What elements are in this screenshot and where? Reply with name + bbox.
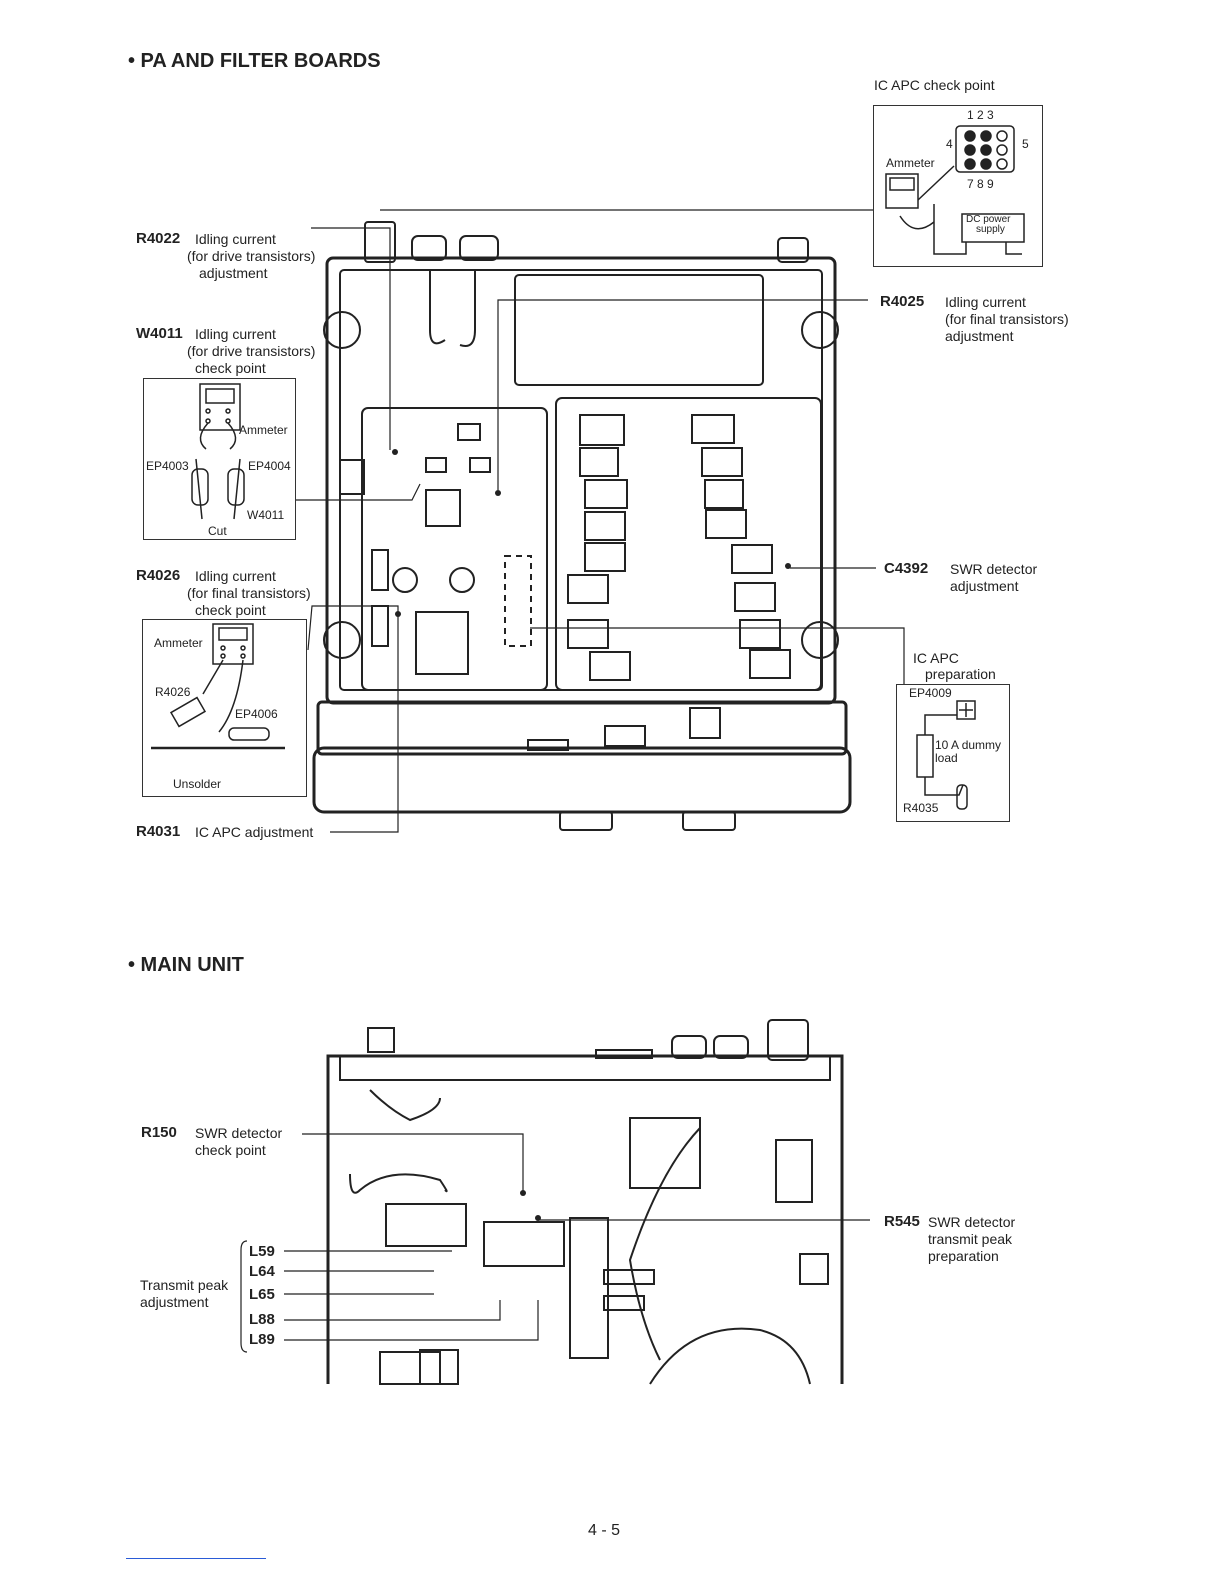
- r4026-inset-r4026: R4026: [155, 685, 191, 699]
- coil-l89: L89: [249, 1331, 275, 1348]
- page-number: 4 - 5: [588, 1522, 621, 1539]
- r545-ref: R545: [884, 1213, 920, 1230]
- coil-l88: L88: [249, 1311, 275, 1328]
- r4026-line1: Idling current: [195, 568, 276, 584]
- r4031-ref: R4031: [136, 823, 181, 840]
- w4011-inset-ep4004: EP4004: [248, 459, 291, 473]
- ic-apc-ammeter: Ammeter: [886, 156, 935, 170]
- w4011-inset-cut: Cut: [208, 524, 227, 538]
- transmit-peak-line1: Transmit peak: [140, 1277, 229, 1293]
- r4022-label: R4022: [136, 230, 180, 248]
- transmit-peak-line2: adjustment: [140, 1294, 209, 1310]
- ic-apc-dc-power: DC power: [966, 214, 1011, 225]
- w4011-line1: Idling current: [195, 326, 276, 342]
- w4011-inset-w4011: W4011: [247, 508, 285, 522]
- r545-line2: transmit peak: [928, 1231, 1013, 1247]
- c4392-ref: C4392: [884, 560, 929, 577]
- c4392-line2: adjustment: [950, 578, 1019, 594]
- r4026-inset-ep4006: EP4006: [235, 707, 278, 721]
- ic-apc-supply: supply: [976, 224, 1005, 235]
- r4026-inset: Ammeter R4026 EP4006 Unsolder: [142, 619, 307, 797]
- r150-line1: SWR detector: [195, 1125, 283, 1141]
- r4026-line2: (for final transistors): [187, 585, 311, 601]
- r4026-inset-ammeter: Ammeter: [154, 636, 203, 650]
- main-section-title: • MAIN UNIT: [128, 954, 244, 976]
- r4022-ref: R4022: [136, 230, 181, 247]
- r4026-ref: R4026: [136, 567, 181, 584]
- ic-apc-pin4: 4: [946, 137, 953, 151]
- r4031-desc: IC APC adjustment: [195, 824, 314, 840]
- r4025-line2: (for final transistors): [945, 311, 1069, 327]
- w4011-line2: (for drive transistors): [187, 343, 316, 359]
- r150-ref: R150: [141, 1124, 177, 1141]
- ic-apc-pins-top: 1 2 3: [967, 108, 994, 122]
- ic-apc-pin5: 5: [1022, 137, 1029, 151]
- ic-apc-check-inset: 1 2 3 4 5 7 8 9 Ammeter DC power supply: [873, 105, 1043, 267]
- r4026-line3: check point: [195, 602, 266, 618]
- r4025-line3: adjustment: [945, 328, 1014, 344]
- r545-line1: SWR detector: [928, 1214, 1016, 1230]
- ic-apc-prep-load: 10 A dummy: [935, 738, 1002, 752]
- ic-apc-pins-bottom: 7 8 9: [967, 177, 994, 191]
- r4022-line1: Idling current: [195, 231, 276, 247]
- r4022-line3: adjustment: [199, 265, 268, 281]
- ammeter-icon: [191, 383, 245, 520]
- ic-apc-prep-inset: EP4009 10 A dummy load R4035: [896, 684, 1010, 822]
- r150-line2: check point: [195, 1142, 266, 1158]
- w4011-inset-ammeter: Ammeter: [239, 423, 288, 437]
- coil-l59: L59: [249, 1243, 275, 1260]
- ic-apc-prep-line2: preparation: [925, 666, 996, 682]
- r4022-line2: (for drive transistors): [187, 248, 316, 264]
- dummy-load-icon: [916, 700, 976, 810]
- w4011-inset-ep4003: EP4003: [146, 459, 189, 473]
- ic-apc-prep-line1: IC APC: [913, 650, 959, 666]
- connector-icon: [885, 125, 1025, 255]
- pa-section-title: • PA AND FILTER BOARDS: [128, 50, 381, 72]
- r4025-line1: Idling current: [945, 294, 1026, 310]
- r545-line3: preparation: [928, 1248, 999, 1264]
- c4392-line1: SWR detector: [950, 561, 1038, 577]
- w4011-inset: Ammeter EP4003 EP4004 W4011 Cut: [143, 378, 296, 540]
- footer-rule: [126, 1558, 266, 1559]
- ic-apc-prep-r4035: R4035: [903, 801, 939, 815]
- ic-apc-prep-load2: load: [935, 751, 958, 765]
- coil-l65: L65: [249, 1286, 275, 1303]
- r4025-ref: R4025: [880, 293, 925, 310]
- ic-apc-check-title: IC APC check point: [874, 77, 995, 93]
- coil-l64: L64: [249, 1263, 275, 1280]
- ic-apc-prep-ep4009: EP4009: [909, 686, 952, 700]
- w4011-ref: W4011: [136, 325, 183, 342]
- w4011-line3: check point: [195, 360, 266, 376]
- r4026-inset-unsolder: Unsolder: [173, 777, 222, 791]
- ammeter-resistor-icon: [151, 623, 285, 750]
